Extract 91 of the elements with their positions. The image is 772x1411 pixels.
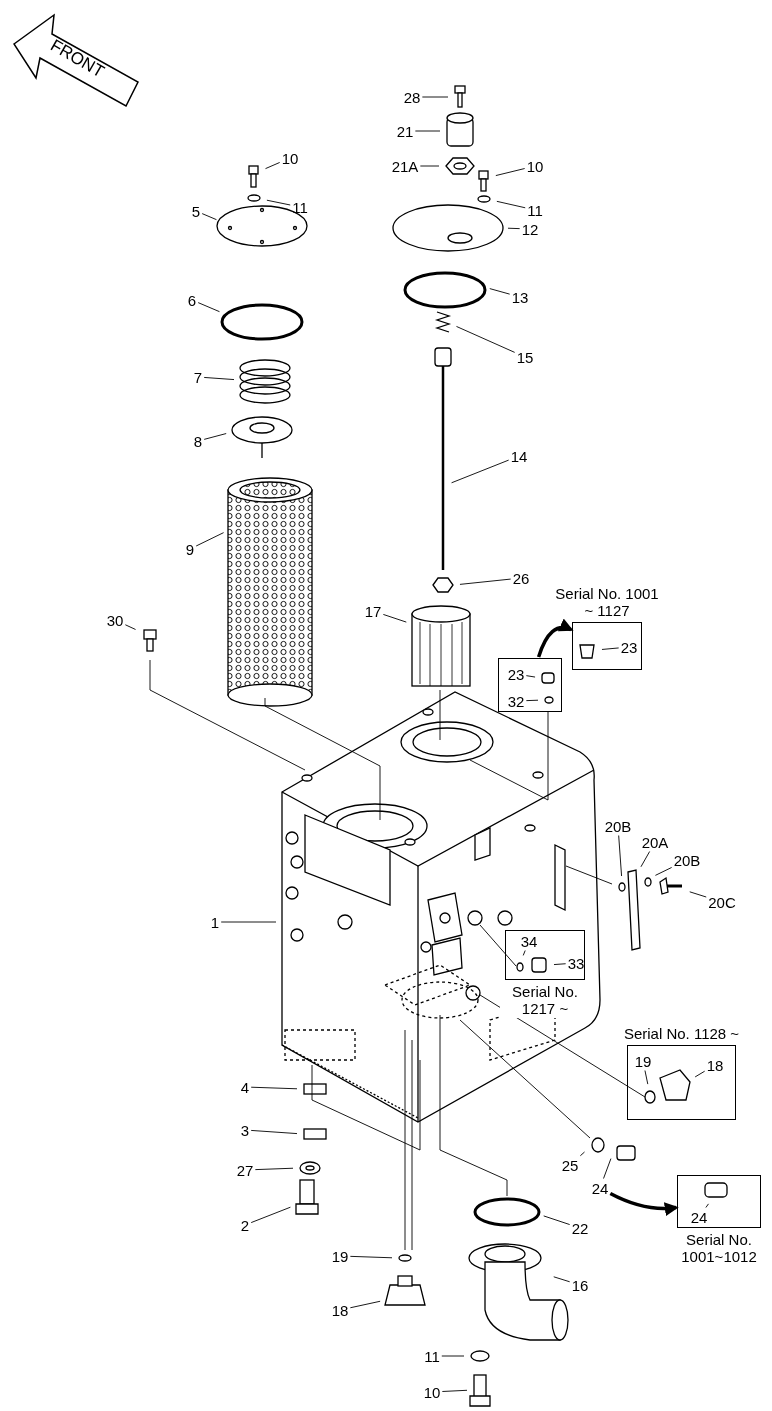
leader-line (603, 1158, 612, 1179)
callout-number: 28 (402, 88, 422, 106)
callout-number: 10 (280, 149, 300, 167)
callout-number: 25 (560, 1156, 580, 1174)
callout-number: 11 (423, 1347, 441, 1365)
callout-number: 12 (520, 220, 540, 238)
callout-number: 6 (186, 291, 198, 309)
callout-number: 16 (570, 1276, 590, 1294)
leader-line (543, 1215, 571, 1225)
leader-line (618, 835, 623, 877)
leader-line (489, 288, 511, 295)
leader-line (124, 624, 136, 630)
leader-line (522, 950, 526, 956)
leader-line (553, 963, 567, 966)
leader-line (694, 1070, 706, 1078)
leader-line (705, 1203, 709, 1208)
callout-number: 7 (192, 368, 204, 386)
callout-number: 24 (590, 1179, 610, 1197)
callout-number: 13 (510, 288, 530, 306)
leader-line (579, 1151, 585, 1157)
leader-line (441, 1355, 465, 1357)
callout-number: 21 (395, 122, 415, 140)
leader-line (601, 647, 620, 650)
leader-line (507, 227, 521, 230)
callout-number: 14 (509, 447, 529, 465)
leader-line (456, 326, 516, 353)
callout-number: 32 (506, 692, 526, 710)
leader-line (250, 1086, 298, 1090)
callout-number: 11 (291, 198, 309, 216)
callout-number: 10 (422, 1383, 442, 1401)
callout-number: 27 (235, 1161, 255, 1179)
callout-number: 11 (526, 201, 544, 219)
leader-line (525, 675, 536, 678)
leader-line (553, 1276, 571, 1283)
leader-line (419, 165, 440, 167)
leader-line (459, 578, 512, 585)
callout-number: 10 (525, 157, 545, 175)
leader-line (689, 891, 707, 898)
callout-number: 20C (707, 893, 737, 911)
leader-line (644, 1070, 649, 1085)
leader-line (495, 168, 526, 177)
callout-number: 21A (390, 157, 420, 175)
callout-number: 19 (633, 1052, 653, 1070)
leader-line (254, 1167, 294, 1171)
callout-number: 3 (239, 1121, 251, 1139)
leader-line (654, 867, 673, 876)
callout-number: 20B (603, 817, 633, 835)
callout-number: 34 (519, 932, 539, 950)
leader-line (349, 1255, 393, 1259)
callout-number: 22 (570, 1219, 590, 1237)
callout-number: 15 (515, 348, 535, 366)
callout-number: 18 (705, 1056, 725, 1074)
callout-number: 23 (619, 638, 639, 656)
callout-number: 2 (239, 1216, 251, 1234)
callout-number: 20B (672, 851, 702, 869)
leader-line (496, 200, 526, 209)
leader-line (203, 433, 227, 440)
callout-number: 4 (239, 1078, 251, 1096)
callout-number: 24 (689, 1208, 709, 1226)
callout-number: 23 (506, 665, 526, 683)
leader-line (195, 532, 225, 547)
callout-number: 33 (566, 954, 586, 972)
leader-line (441, 1389, 468, 1392)
leader-line (349, 1300, 381, 1309)
leader-line (250, 1130, 298, 1135)
callout-number: 20A (640, 833, 670, 851)
callout-number: 18 (330, 1301, 350, 1319)
callout-number: 17 (363, 602, 383, 620)
leader-line (203, 377, 235, 380)
leader-line (250, 1206, 291, 1224)
curved-arrow (609, 1191, 679, 1216)
leader-line (640, 851, 651, 868)
callout-number: 5 (190, 202, 202, 220)
leader-line (197, 302, 220, 313)
leader-line (421, 96, 449, 98)
leader-line (382, 614, 407, 623)
inset-box (498, 658, 562, 712)
leader-line (525, 699, 539, 702)
curved-arrow (536, 619, 574, 658)
callout-number: 9 (184, 540, 196, 558)
callout-number: 8 (192, 432, 204, 450)
leader-line (201, 213, 217, 221)
callout-number: 26 (511, 569, 531, 587)
leader-line (266, 199, 291, 206)
leader-line (220, 921, 277, 923)
callout-number: 30 (105, 611, 125, 629)
leader-line (414, 130, 441, 132)
leader-line (265, 162, 281, 170)
callout-number: 19 (330, 1247, 350, 1265)
leader-line (451, 459, 510, 484)
callout-number: 1 (209, 913, 221, 931)
